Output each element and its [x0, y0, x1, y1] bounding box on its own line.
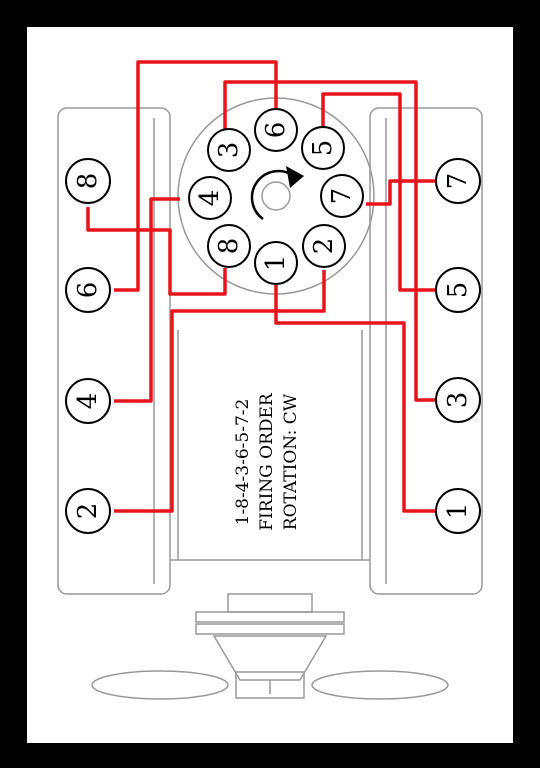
- right-plug-7: 7: [435, 158, 481, 204]
- left-plug-4-label: 4: [73, 393, 103, 410]
- pulley-bottom: [195, 623, 345, 635]
- right-bank-plugs: 7 5 3 1: [435, 158, 481, 534]
- cap-terminal-6-ring: [254, 108, 298, 152]
- left-plug-2: 2: [65, 488, 111, 534]
- wire-cyl-2: [114, 270, 326, 513]
- cap-terminal-7-label: 7: [327, 188, 357, 205]
- cap-terminal-4: 4: [188, 176, 232, 220]
- right-cylinder-bank: [369, 107, 483, 595]
- left-plug-2-label: 2: [73, 503, 103, 520]
- left-plug-8-ring: [65, 158, 111, 204]
- right-plug-3-ring: [435, 377, 481, 423]
- cap-terminal-3-label: 3: [214, 142, 244, 159]
- right-plug-7-ring: [435, 158, 481, 204]
- left-plug-6-ring: [65, 267, 111, 313]
- wire-cyl-4: [114, 197, 180, 403]
- pulley-top: [195, 611, 345, 623]
- firing-sequence-text: 1-8-4-3-6-5-7-2: [233, 399, 253, 526]
- cap-terminal-1: 1: [254, 241, 298, 285]
- cap-terminal-6-label: 6: [261, 122, 291, 139]
- right-plug-3-label: 3: [443, 392, 473, 409]
- cap-terminal-5-label: 5: [308, 140, 338, 157]
- cap-terminal-2-label: 2: [309, 238, 339, 255]
- right-plug-1-ring: [435, 488, 481, 534]
- cap-terminal-7-ring: [320, 174, 364, 218]
- cap-terminal-8-ring: [207, 224, 251, 268]
- fan-blade-left: [91, 670, 229, 700]
- cap-terminal-2: 2: [302, 224, 346, 268]
- fan-blade-right: [311, 670, 449, 700]
- right-plug-5-ring: [435, 267, 481, 313]
- left-plug-8-label: 8: [73, 173, 103, 190]
- right-plug-5: 5: [435, 267, 481, 313]
- cap-terminal-1-label: 1: [261, 255, 291, 272]
- left-plug-8: 8: [65, 158, 111, 204]
- right-plug-7-label: 7: [443, 173, 473, 190]
- cap-terminal-1-ring: [254, 241, 298, 285]
- rotation-label: ROTATION: CW: [281, 393, 301, 530]
- firing-order-label: FIRING ORDER: [257, 392, 277, 531]
- distributor-rotor-inner: [261, 181, 291, 211]
- wire-cyl-5: [321, 92, 438, 292]
- right-plug-3: 3: [435, 377, 481, 423]
- cap-terminal-4-label: 4: [195, 190, 225, 207]
- cap-terminals: 65 7 2 18 4 3: [188, 108, 364, 285]
- cap-terminal-8-label: 8: [214, 238, 244, 255]
- cap-terminal-6: 6: [254, 108, 298, 152]
- left-bank-plugs: 8 6 4 2: [65, 158, 111, 534]
- cap-terminal-5: 5: [301, 126, 345, 170]
- right-plug-1-label: 1: [443, 503, 473, 520]
- left-plug-6: 6: [65, 267, 111, 313]
- left-plug-6-label: 6: [73, 282, 103, 299]
- cap-terminal-2-ring: [302, 224, 346, 268]
- right-plug-5-label: 5: [443, 282, 473, 299]
- cap-terminal-8: 8: [207, 224, 251, 268]
- pump-body: [212, 635, 328, 681]
- left-plug-4: 4: [65, 378, 111, 424]
- cap-terminal-4-ring: [188, 176, 232, 220]
- rotation-arrow-head: [286, 166, 304, 188]
- wire-cyl-6: [114, 60, 278, 292]
- rotation-arrow: [250, 166, 304, 221]
- wire-cyl-7: [366, 179, 438, 206]
- fan-hub: [235, 671, 305, 699]
- wire-cyl-3: [223, 80, 438, 402]
- wire-cyl-8: [86, 207, 227, 296]
- cap-terminal-5-ring: [301, 126, 345, 170]
- cap-terminal-7: 7: [320, 174, 364, 218]
- left-plug-2-ring: [65, 488, 111, 534]
- firing-order-caption: 1-8-4-3-6-5-7-2 FIRING ORDER ROTATION: C…: [233, 392, 301, 531]
- spark-plug-wires: [86, 60, 438, 513]
- cap-terminal-3: 3: [207, 128, 251, 172]
- left-cylinder-bank: [57, 107, 171, 595]
- right-plug-1: 1: [435, 488, 481, 534]
- cap-terminal-3-ring: [207, 128, 251, 172]
- left-plug-4-ring: [65, 378, 111, 424]
